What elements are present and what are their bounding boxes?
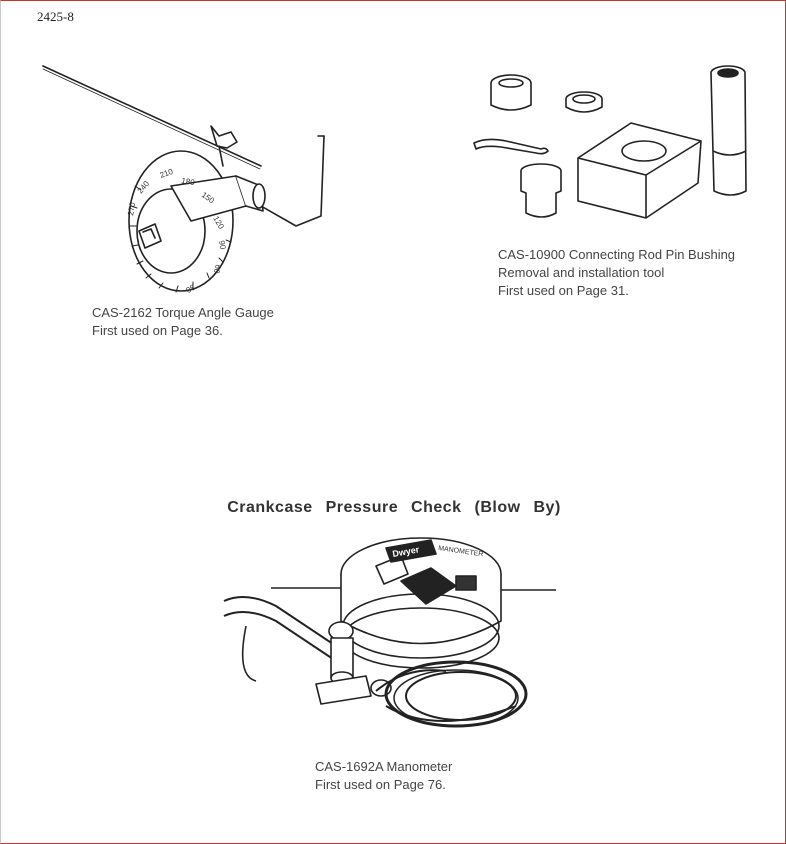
dial-label: 60 bbox=[212, 263, 223, 274]
caption-line: CAS-1692A Manometer bbox=[315, 759, 453, 774]
manometer-illustration: Dwyer MANOMETER bbox=[223, 537, 556, 728]
section-heading: Crankcase Pressure Check (Blow By) bbox=[227, 499, 561, 516]
manometer-caption: CAS-1692A Manometer First used on Page 7… bbox=[315, 758, 452, 794]
rod-pin-bushing-caption: CAS-10900 Connecting Rod Pin Bushing Rem… bbox=[498, 246, 735, 300]
dial-label: 270 bbox=[126, 201, 137, 216]
caption-line: CAS-2162 Torque Angle Gauge bbox=[92, 305, 274, 320]
dial-label: 180 bbox=[181, 176, 196, 187]
page-number: 2425-8 bbox=[37, 9, 74, 24]
caption-line: First used on Page 76. bbox=[315, 777, 446, 792]
caption-line: First used on Page 31. bbox=[498, 283, 629, 298]
caption-line: Removal and installation tool bbox=[498, 265, 665, 280]
rod-pin-bushing-tool-illustration bbox=[473, 65, 747, 219]
torque-angle-gauge-illustration: 210 180 150 120 90 60 30 270 240 bbox=[42, 65, 325, 295]
dial-label: 210 bbox=[159, 167, 175, 180]
manometer-brand: Dwyer bbox=[392, 544, 421, 559]
caption-line: First used on Page 36. bbox=[92, 323, 223, 338]
torque-angle-gauge-caption: CAS-2162 Torque Angle Gauge First used o… bbox=[92, 304, 274, 340]
dial-label: 90 bbox=[217, 240, 228, 251]
caption-line: CAS-10900 Connecting Rod Pin Bushing bbox=[498, 247, 736, 262]
